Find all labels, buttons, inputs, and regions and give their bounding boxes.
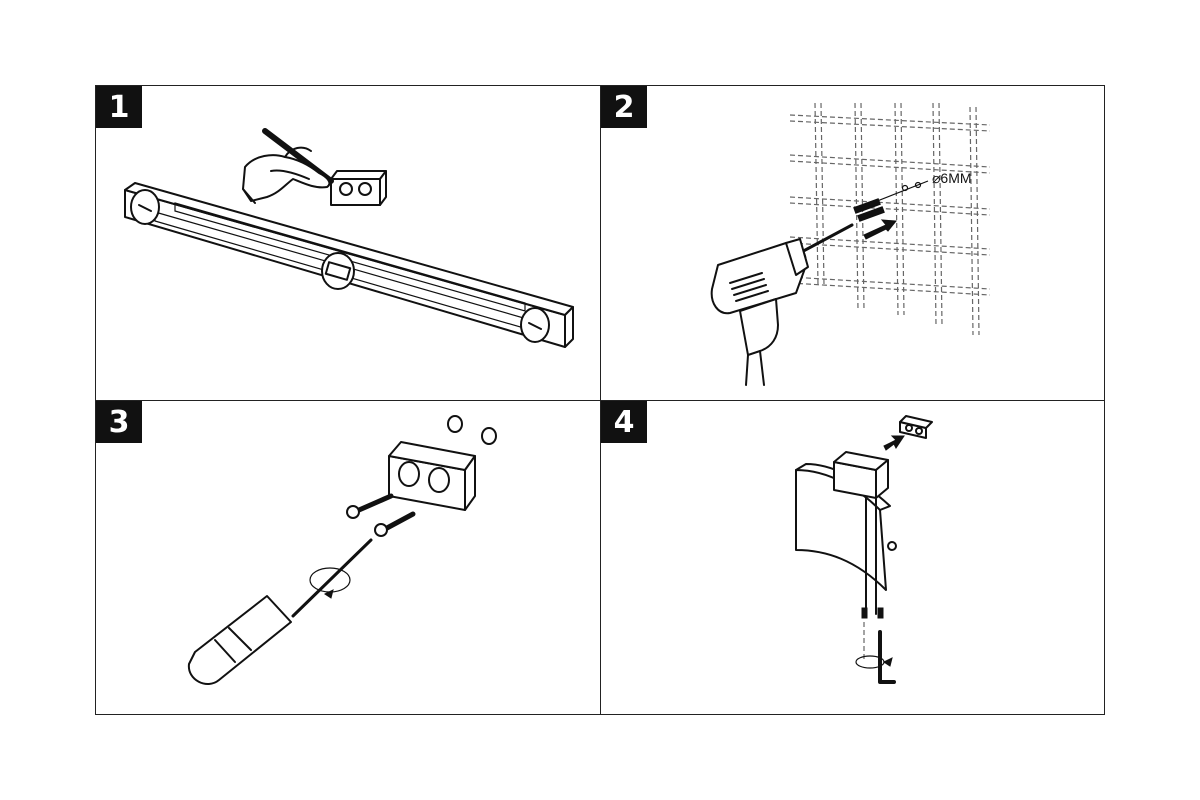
grid-divider-horizontal bbox=[95, 400, 1105, 401]
screwdriver-bracket-icon bbox=[187, 415, 497, 685]
tile-grid bbox=[789, 102, 991, 336]
holder-mount-hex-key-icon bbox=[795, 415, 933, 684]
step-4-panel: 4 bbox=[600, 400, 1105, 715]
step-3-panel: 3 bbox=[95, 400, 600, 715]
spirit-level-marking-icon bbox=[124, 128, 574, 348]
drill-wall-icon bbox=[710, 102, 991, 386]
step-1-panel: 1 bbox=[95, 85, 600, 400]
step-2-panel: 2 bbox=[600, 85, 1105, 400]
step-number-badge: 4 bbox=[601, 401, 647, 443]
drill-diameter-label: ⌀6MM bbox=[932, 170, 972, 186]
step-number-badge: 2 bbox=[601, 86, 647, 128]
step-number-badge: 3 bbox=[96, 401, 142, 443]
step-number-badge: 1 bbox=[96, 86, 142, 128]
